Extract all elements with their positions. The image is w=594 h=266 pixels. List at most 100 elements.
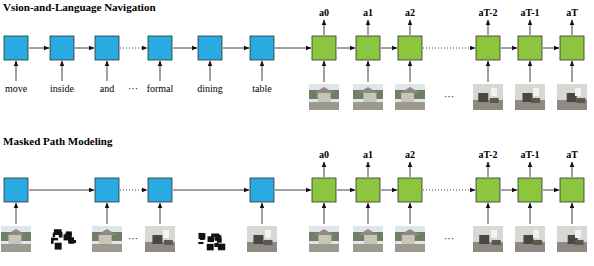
flow-arrow xyxy=(75,48,94,49)
action-label: a0 xyxy=(319,7,329,19)
arrow-layer xyxy=(16,20,572,224)
input-token: ··· xyxy=(444,233,454,245)
flow-arrow xyxy=(530,203,531,224)
encoder-box xyxy=(50,36,74,60)
panorama-image xyxy=(557,226,587,252)
flow-arrow xyxy=(572,162,573,177)
flow-arrow xyxy=(530,61,531,82)
flow-arrow xyxy=(324,203,325,224)
input-token: dining xyxy=(197,83,223,95)
action-label: a2 xyxy=(405,7,415,19)
flow-arrow xyxy=(501,48,517,49)
input-token: move xyxy=(5,83,27,95)
flow-arrow xyxy=(120,190,147,191)
flow-arrow xyxy=(488,61,489,82)
flow-arrow xyxy=(543,48,559,49)
flow-arrow xyxy=(107,203,108,224)
flow-arrow xyxy=(16,203,17,224)
decoder-box xyxy=(518,178,542,202)
action-label: a0 xyxy=(319,149,329,161)
flow-arrow xyxy=(262,203,263,224)
flow-arrow xyxy=(29,190,94,191)
panorama-image xyxy=(473,226,503,252)
flow-arrow xyxy=(488,20,489,35)
action-label: aT-1 xyxy=(520,149,539,161)
decoder-box xyxy=(560,178,584,202)
panorama-image xyxy=(309,84,339,110)
input-token: ··· xyxy=(128,83,138,95)
input-token: ··· xyxy=(128,233,138,245)
flow-arrow xyxy=(210,61,211,81)
flow-arrow xyxy=(381,48,397,49)
action-label: a1 xyxy=(363,149,373,161)
encoder-box xyxy=(198,36,222,60)
flow-arrow xyxy=(337,48,355,49)
panorama-image xyxy=(515,226,545,252)
flow-arrow xyxy=(572,203,573,224)
flow-arrow xyxy=(368,162,369,177)
flow-arrow xyxy=(337,190,355,191)
input-token: table xyxy=(252,83,271,95)
flow-arrow xyxy=(16,61,17,81)
action-label: aT-2 xyxy=(478,149,497,161)
flow-arrow xyxy=(368,20,369,35)
encoder-box xyxy=(4,178,28,202)
masked-view-image xyxy=(47,226,77,252)
decoder-box xyxy=(312,36,336,60)
flow-arrow xyxy=(368,61,369,82)
panorama-image xyxy=(247,226,277,252)
panorama-image xyxy=(353,226,383,252)
panorama-image xyxy=(395,84,425,110)
flow-arrow xyxy=(29,48,49,49)
decoder-box xyxy=(312,178,336,202)
flow-arrow xyxy=(381,190,397,191)
masked-view-image xyxy=(195,226,225,252)
panorama-image xyxy=(1,226,31,252)
flow-arrow xyxy=(530,162,531,177)
flow-arrow xyxy=(160,203,161,224)
flow-arrow xyxy=(62,61,63,81)
flow-arrow xyxy=(572,61,573,82)
decoder-box xyxy=(560,36,584,60)
input-token: and xyxy=(100,83,114,95)
encoder-box xyxy=(148,178,172,202)
panorama-image xyxy=(515,84,545,110)
panorama-image xyxy=(557,84,587,110)
flow-arrow xyxy=(324,162,325,177)
action-label: aT-1 xyxy=(520,7,539,19)
encoder-box xyxy=(4,36,28,60)
section-heading: Masked Path Modeling xyxy=(3,135,112,148)
flow-arrow xyxy=(324,20,325,35)
flow-arrow xyxy=(324,61,325,82)
decoder-box xyxy=(398,178,422,202)
flow-arrow xyxy=(423,48,475,49)
flow-arrow xyxy=(173,190,249,191)
panorama-image xyxy=(353,84,383,110)
section-heading: Vsion-and-Language Navigation xyxy=(3,1,156,14)
flow-arrow xyxy=(223,48,249,49)
decoder-box xyxy=(356,36,380,60)
flow-arrow xyxy=(410,20,411,35)
encoder-box xyxy=(148,36,172,60)
flow-arrow xyxy=(488,203,489,224)
flow-arrow xyxy=(275,48,311,49)
flow-arrow xyxy=(173,48,197,49)
encoder-box xyxy=(250,36,274,60)
action-label: a1 xyxy=(363,7,373,19)
input-token: inside xyxy=(50,83,74,95)
flow-arrow xyxy=(410,61,411,82)
flow-arrow xyxy=(120,48,147,49)
decoder-box xyxy=(518,36,542,60)
decoder-box xyxy=(356,178,380,202)
flow-arrow xyxy=(423,190,475,191)
panorama-image xyxy=(92,226,122,252)
flow-arrow xyxy=(543,190,559,191)
flow-arrow xyxy=(501,190,517,191)
action-label: a2 xyxy=(405,149,415,161)
action-label: aT xyxy=(566,149,578,161)
flow-arrow xyxy=(160,61,161,81)
flow-arrow xyxy=(107,61,108,81)
